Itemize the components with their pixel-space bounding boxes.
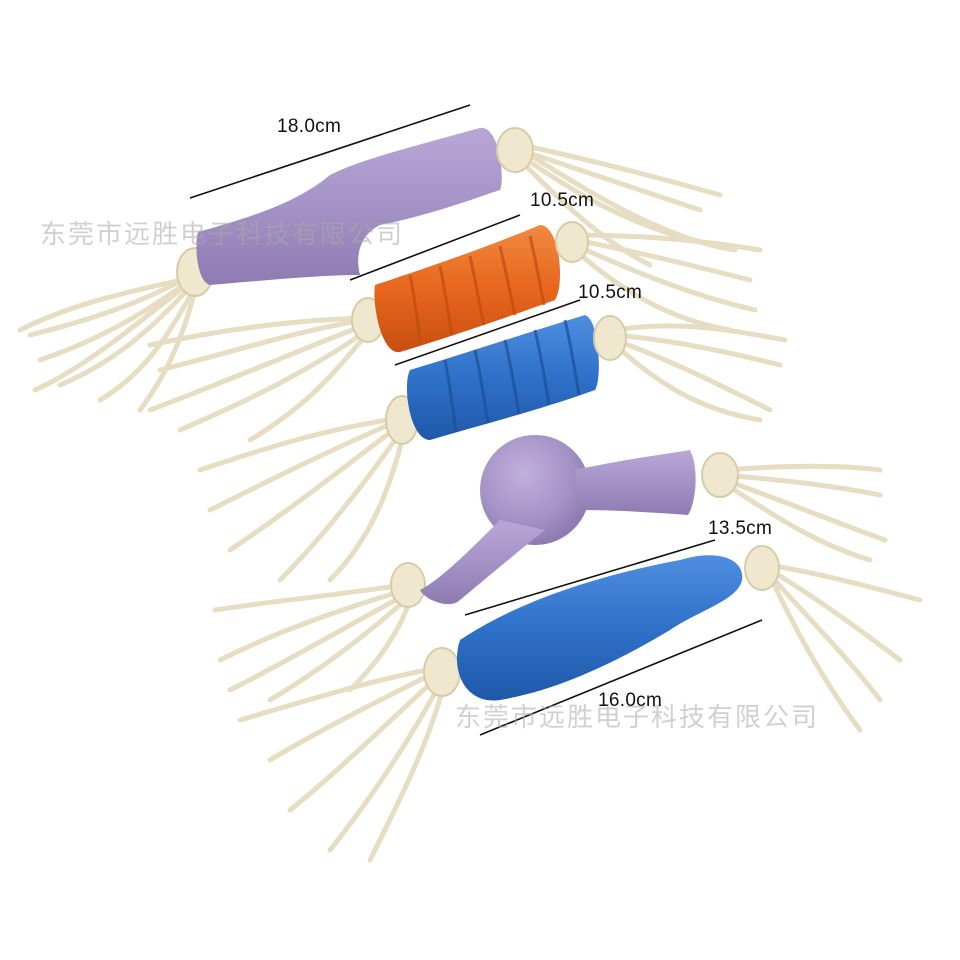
toy-blue-curved xyxy=(237,545,923,863)
watermark-top: 东莞市远胜电子科技有限公司 xyxy=(40,220,405,250)
hourglass-body xyxy=(196,127,502,285)
dimension-label-toy3: 10.5cm xyxy=(578,282,643,303)
bulb-arm-left xyxy=(420,520,545,605)
rope-left xyxy=(212,582,413,703)
rope-knot-right xyxy=(555,221,589,263)
toy-orange-ribbed xyxy=(147,221,763,443)
dim-line-toy1 xyxy=(189,104,471,199)
dim-line-toy5-length xyxy=(464,539,716,616)
dim-line-toy3 xyxy=(394,299,581,366)
rope-right xyxy=(722,463,888,563)
dimension-label-toy5-total: 16.0cm xyxy=(598,690,663,711)
rope-left xyxy=(197,415,407,583)
rope-right xyxy=(612,323,788,423)
watermark-bottom: 东莞市远胜电子科技有限公司 xyxy=(455,703,820,733)
orange-ribs xyxy=(408,235,546,346)
rope-knot-right xyxy=(593,315,627,361)
dim-line-toy2 xyxy=(349,214,521,281)
rope-right xyxy=(765,562,923,733)
orange-ribbed-body xyxy=(374,225,560,353)
rope-knot-left xyxy=(423,647,461,697)
rope-knot-right xyxy=(744,545,780,591)
dimension-label-toy5-length: 13.5cm xyxy=(708,518,773,539)
rope-knot-right xyxy=(701,452,739,498)
bulb-head xyxy=(480,435,590,545)
blue-ribbed-body xyxy=(406,315,599,440)
dim-line-toy5-total xyxy=(479,619,763,736)
rope-knot-right xyxy=(496,127,534,173)
rope-left xyxy=(147,315,371,443)
rope-right xyxy=(517,142,738,268)
bulb-arm-right xyxy=(575,450,696,515)
curved-body xyxy=(456,555,743,701)
rope-left xyxy=(17,272,198,413)
rope-left xyxy=(237,665,447,863)
blue-ribs xyxy=(443,319,581,433)
toy-lavender-bulb xyxy=(212,435,888,703)
dimension-label-toy1: 18.0cm xyxy=(277,116,342,137)
dimension-label-toy2: 10.5cm xyxy=(530,190,595,211)
toy-lavender-hourglass xyxy=(17,127,738,413)
dimension-lines xyxy=(189,104,763,736)
toy-blue-ribbed xyxy=(197,315,788,583)
rope-knot-left xyxy=(390,562,426,608)
